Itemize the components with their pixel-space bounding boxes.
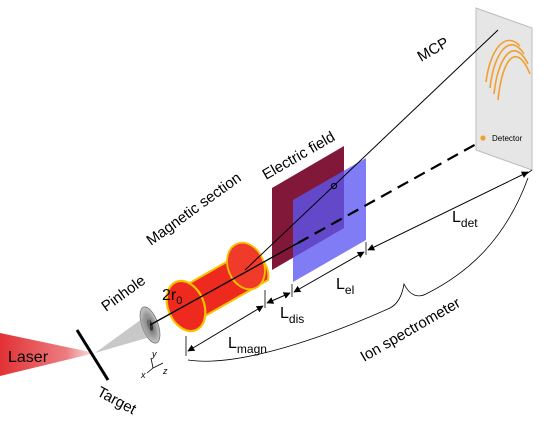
- deflected-trajectory: [244, 29, 499, 271]
- mcp-screen: [475, 7, 533, 171]
- l-dis-label: Ldis: [280, 305, 304, 326]
- crossing-point: [330, 182, 338, 190]
- magnetic-section-label: Magnetic section: [143, 169, 244, 249]
- l-dis-arrow: [266, 292, 291, 304]
- target-foil: [75, 329, 110, 381]
- efield-plate-front: [293, 158, 366, 282]
- l-det-arrow: [367, 171, 529, 251]
- laser-label: Laser: [8, 349, 49, 366]
- axis-z-label: z: [162, 366, 168, 376]
- target-label: Target: [94, 384, 140, 419]
- detector-label: Detector: [492, 134, 523, 143]
- axes-triad: [146, 357, 164, 374]
- beam-axis: [149, 242, 299, 326]
- axis-y-label: y: [151, 349, 157, 359]
- l-el-label: Lel: [336, 276, 354, 297]
- ion-traces: [485, 39, 531, 101]
- mcp-label: MCP: [415, 34, 452, 65]
- detector-dot: [480, 135, 486, 141]
- ion-spectrometer-label: Ion spectrometer: [358, 294, 464, 365]
- ion-cone: [95, 313, 150, 353]
- magnetic-section: [165, 241, 270, 333]
- l-magn-label: Lmagn: [228, 335, 267, 356]
- l-det-label: Ldet: [452, 209, 478, 230]
- r0-label: 2r0: [162, 287, 182, 307]
- dimension-arrows: [187, 171, 529, 352]
- l-el-arrow: [293, 251, 365, 293]
- laser-beam: [0, 333, 95, 376]
- axis-x-label: x: [140, 370, 146, 380]
- l-magn-arrow: [187, 305, 264, 352]
- spectrometer-brace: [187, 177, 529, 362]
